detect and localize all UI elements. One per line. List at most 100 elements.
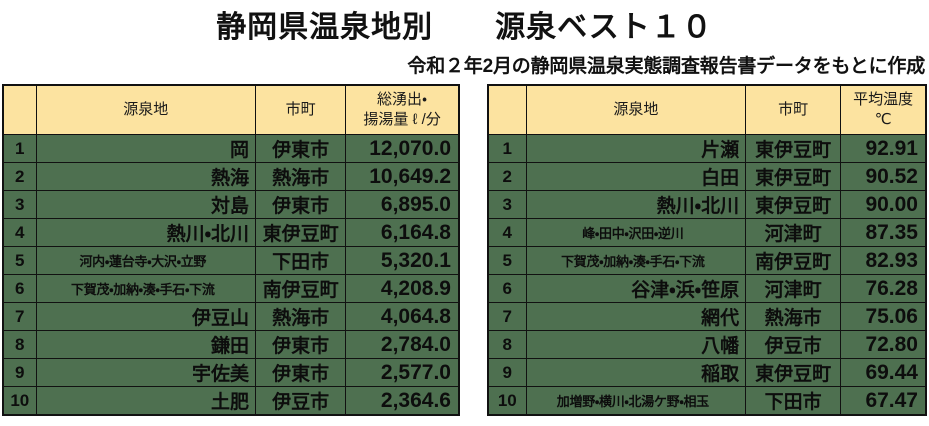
cell-spring-area: 峰・田中・沢田・逆川 [525,218,747,247]
page-subtitle: 令和２年2月の静岡県温泉実態調査報告書データをもとに作成 [407,56,925,77]
table-header: 源泉地 市町 総湧出・ 揚湯量 ℓ /分 [2,84,460,135]
cell-spring-area: 宇佐美 [35,358,257,387]
cell-value: 75.06 [840,302,927,331]
cell-spring-area: 下賀茂・加納・湊・手石・下流 [525,246,747,275]
cell-value: 6,895.0 [345,190,460,219]
cell-value: 92.91 [840,134,927,163]
cell-city: 伊豆市 [745,330,842,359]
cell-city: 熱海市 [745,302,842,331]
cell-city: 伊東市 [255,190,347,219]
cell-rank: 3 [487,190,527,219]
cell-rank: 7 [2,302,37,331]
cell-value: 2,784.0 [345,330,460,359]
cell-value: 69.44 [840,358,927,387]
cell-rank: 4 [487,218,527,247]
cell-city: 伊豆市 [255,386,347,416]
cell-value: 67.47 [840,386,927,416]
cell-value: 76.28 [840,274,927,303]
cell-city: 東伊豆町 [745,162,842,191]
cell-value: 72.80 [840,330,927,359]
cell-rank: 6 [2,274,37,303]
cell-value: 4,064.8 [345,302,460,331]
cell-spring-area: 稲取 [525,358,747,387]
cell-spring-area: 下賀茂・加納・湊・手石・下流 [35,274,257,303]
cell-city: 東伊豆町 [745,134,842,163]
cell-city: 伊東市 [255,330,347,359]
cell-city: 熱海市 [255,302,347,331]
cell-value: 12,070.0 [345,134,460,163]
column-header-rank [487,84,527,135]
cell-city: 下田市 [255,246,347,275]
cell-value: 6,164.8 [345,218,460,247]
table-header: 源泉地 市町 平均温度 ℃ [487,84,927,135]
cell-value: 4,208.9 [345,274,460,303]
cell-rank: 2 [2,162,37,191]
cell-city: 河津町 [745,274,842,303]
cell-city: 東伊豆町 [745,190,842,219]
cell-value: 2,364.6 [345,386,460,416]
cell-city: 下田市 [745,386,842,416]
column-header-city: 市町 [255,84,347,135]
cell-rank: 8 [2,330,37,359]
cell-rank: 4 [2,218,37,247]
cell-rank: 8 [487,330,527,359]
cell-value: 5,320.1 [345,246,460,275]
table-header-row: 源泉地 市町 平均温度 ℃ [487,84,927,135]
cell-rank: 9 [2,358,37,387]
title-block: 静岡県温泉地別 源泉ベスト１０ 令和２年2月の静岡県温泉実態調査報告書データをも… [0,0,929,80]
cell-spring-area: 岡 [35,134,257,163]
column-header-spring-area: 源泉地 [35,84,257,135]
cell-spring-area: 土肥 [35,386,257,416]
cell-spring-area: 加増野・横川・北湯ケ野・相玉 [525,386,747,416]
cell-value: 10,649.2 [345,162,460,191]
cell-city: 伊東市 [255,358,347,387]
cell-city: 河津町 [745,218,842,247]
cell-spring-area: 伊豆山 [35,302,257,331]
column-header-value: 平均温度 ℃ [840,84,927,135]
cell-city: 東伊豆町 [745,358,842,387]
cell-rank: 5 [487,246,527,275]
cell-city: 東伊豆町 [255,218,347,247]
cell-spring-area: 白田 [525,162,747,191]
cell-rank: 6 [487,274,527,303]
cell-city: 伊東市 [255,134,347,163]
cell-rank: 10 [487,386,527,416]
cell-spring-area: 八幡 [525,330,747,359]
cell-value: 87.35 [840,218,927,247]
column-header-city: 市町 [745,84,842,135]
cell-rank: 7 [487,302,527,331]
cell-spring-area: 熱海 [35,162,257,191]
page-title: 静岡県温泉地別 源泉ベスト１０ [216,11,713,44]
cell-value: 82.93 [840,246,927,275]
table-header-row: 源泉地 市町 総湧出・ 揚湯量 ℓ /分 [2,84,460,135]
column-header-spring-area: 源泉地 [525,84,747,135]
cell-rank: 10 [2,386,37,416]
cell-value: 90.52 [840,162,927,191]
cell-value: 2,577.0 [345,358,460,387]
column-header-value: 総湧出・ 揚湯量 ℓ /分 [345,84,460,135]
cell-rank: 1 [487,134,527,163]
cell-rank: 3 [2,190,37,219]
cell-spring-area: 鎌田 [35,330,257,359]
cell-rank: 1 [2,134,37,163]
